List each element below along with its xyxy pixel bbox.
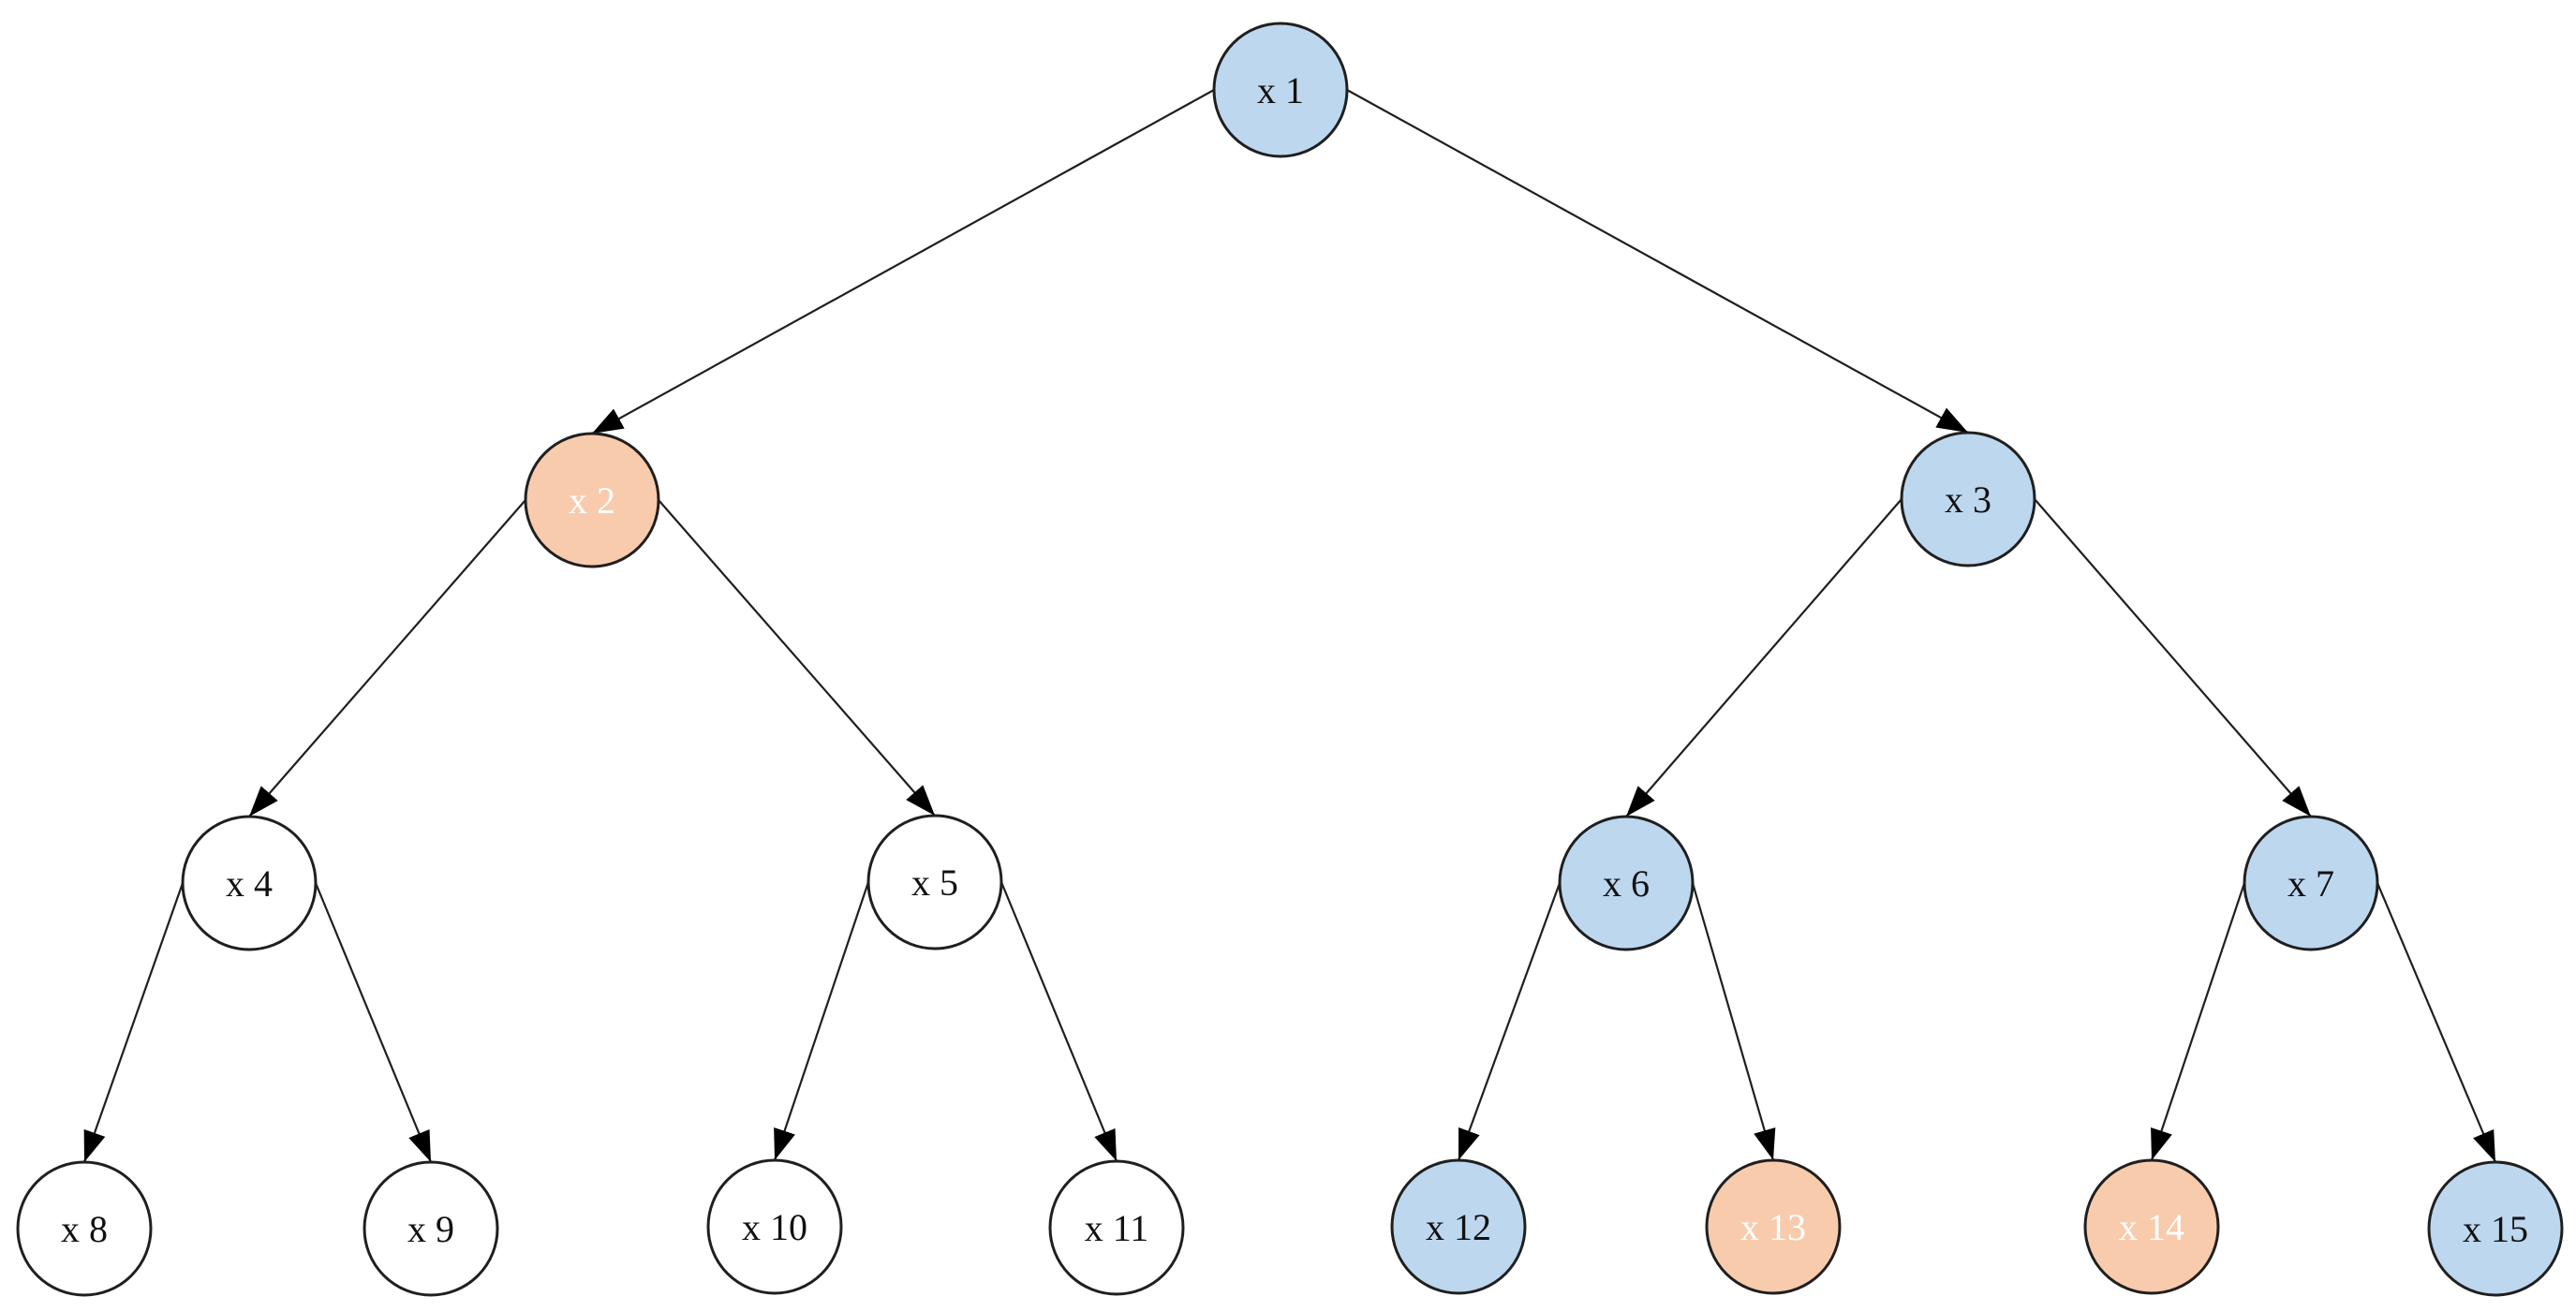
edge-x6-x13 bbox=[1691, 882, 1776, 1161]
tree-node-x13: x 13 bbox=[1705, 1158, 1842, 1295]
edge-x5-x10 bbox=[773, 881, 870, 1161]
node-label-x14: x 14 bbox=[2119, 1206, 2184, 1248]
node-label-x15: x 15 bbox=[2463, 1208, 2528, 1250]
edge-x2-x5 bbox=[658, 499, 936, 817]
edge-x1-x2 bbox=[591, 89, 1215, 435]
tree-node-x14: x 14 bbox=[2083, 1158, 2220, 1295]
node-label-x13: x 13 bbox=[1740, 1206, 1806, 1248]
tree-node-x2: x 2 bbox=[524, 432, 660, 568]
edge-x2-x4 bbox=[248, 499, 526, 818]
edge-x7-x15 bbox=[2376, 882, 2497, 1163]
tree-node-x11: x 11 bbox=[1048, 1159, 1185, 1296]
node-circle-x13 bbox=[1705, 1158, 1842, 1295]
node-circle-x3 bbox=[1900, 431, 2036, 567]
tree-node-x1: x 1 bbox=[1212, 22, 1349, 158]
node-label-x9: x 9 bbox=[407, 1208, 454, 1250]
edge-x4-x9 bbox=[314, 882, 433, 1163]
tree-node-x7: x 7 bbox=[2243, 815, 2379, 951]
node-circle-x11 bbox=[1048, 1159, 1185, 1296]
edge-layer bbox=[82, 89, 2497, 1163]
node-label-x5: x 5 bbox=[911, 862, 958, 904]
node-circle-x6 bbox=[1558, 815, 1695, 951]
node-layer: x 1 x 2 x 3 x 4 x 5 x 6 x 7 x 8 x 9 x 10 x 11 x 12 x… bbox=[16, 22, 2564, 1297]
tree-node-x9: x 9 bbox=[363, 1160, 499, 1297]
tree-node-x4: x 4 bbox=[181, 815, 318, 951]
node-circle-x5 bbox=[866, 814, 1003, 950]
edge-x6-x12 bbox=[1457, 882, 1562, 1161]
node-circle-x7 bbox=[2243, 815, 2379, 951]
node-label-x6: x 6 bbox=[1603, 862, 1650, 905]
node-circle-x4 bbox=[181, 815, 318, 951]
node-circle-x2 bbox=[524, 432, 660, 568]
node-circle-x1 bbox=[1212, 22, 1349, 158]
node-circle-x14 bbox=[2083, 1158, 2220, 1295]
node-label-x10: x 10 bbox=[742, 1206, 807, 1248]
edge-x4-x8 bbox=[82, 882, 185, 1163]
tree-node-x15: x 15 bbox=[2427, 1160, 2564, 1297]
tree-node-x10: x 10 bbox=[706, 1158, 843, 1295]
edge-x3-x7 bbox=[2034, 498, 2312, 818]
edge-x5-x11 bbox=[999, 881, 1118, 1162]
node-label-x12: x 12 bbox=[1426, 1206, 1491, 1248]
tree-node-x8: x 8 bbox=[16, 1160, 153, 1297]
node-label-x11: x 11 bbox=[1085, 1207, 1149, 1249]
node-label-x1: x 1 bbox=[1257, 69, 1304, 111]
edge-x7-x14 bbox=[2150, 882, 2246, 1161]
edge-x1-x3 bbox=[1346, 89, 1969, 434]
edge-x3-x6 bbox=[1625, 498, 1902, 818]
tree-node-x6: x 6 bbox=[1558, 815, 1695, 951]
node-label-x3: x 3 bbox=[1945, 479, 1991, 521]
tree-node-x12: x 12 bbox=[1390, 1158, 1527, 1295]
tree-node-x5: x 5 bbox=[866, 814, 1003, 950]
node-circle-x15 bbox=[2427, 1160, 2564, 1297]
node-label-x2: x 2 bbox=[569, 479, 615, 522]
node-label-x4: x 4 bbox=[226, 862, 273, 905]
node-circle-x9 bbox=[363, 1160, 499, 1297]
node-circle-x10 bbox=[706, 1158, 843, 1295]
node-circle-x8 bbox=[16, 1160, 153, 1297]
node-circle-x12 bbox=[1390, 1158, 1527, 1295]
node-label-x8: x 8 bbox=[61, 1208, 108, 1250]
tree-node-x3: x 3 bbox=[1900, 431, 2036, 567]
node-label-x7: x 7 bbox=[2287, 862, 2334, 905]
